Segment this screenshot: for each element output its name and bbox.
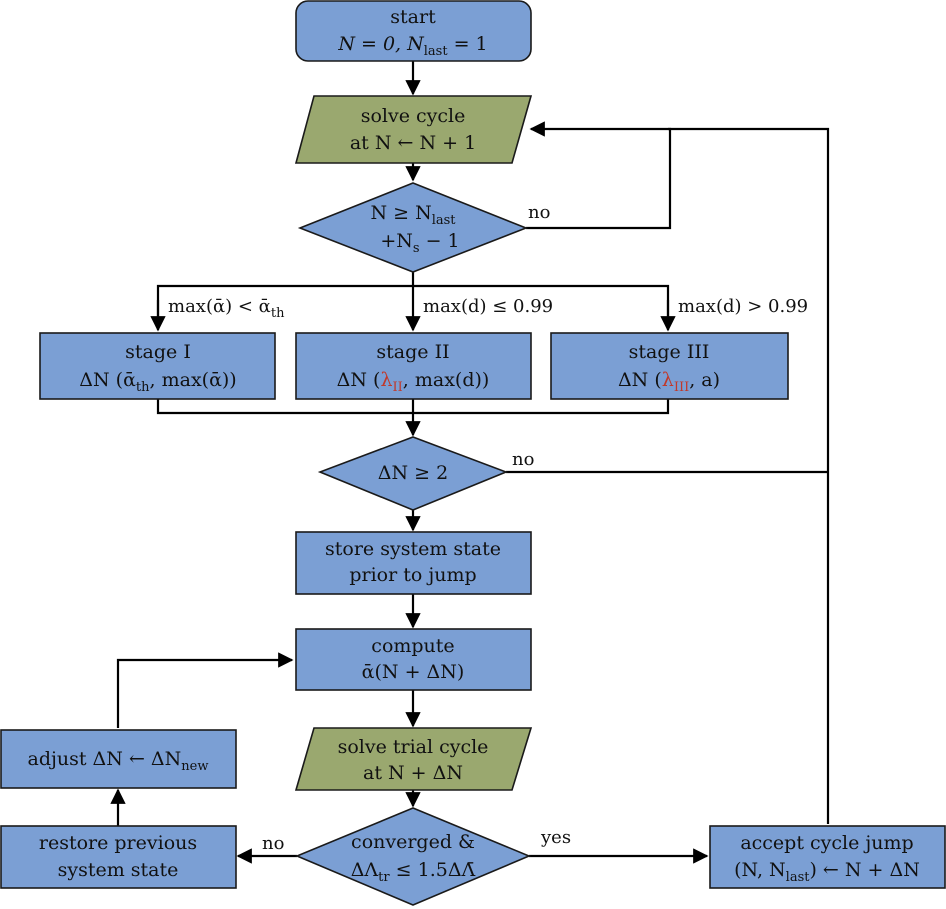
stage2-body: ΔN (λII, max(d)) xyxy=(337,369,490,395)
label-branch3: max(d) > 0.99 xyxy=(678,296,808,317)
node-solve-cycle: solve cycle at N ← N + 1 xyxy=(294,95,533,164)
node-stage2: stage II ΔN (λII, max(d)) xyxy=(295,332,532,400)
start-init: N = 0, Nlast = 1 xyxy=(337,33,487,59)
edge-accept-loop xyxy=(668,127,830,824)
solve-cycle-line1: solve cycle xyxy=(361,105,466,127)
edge-labels: no max(ᾱ) < ᾱth max(d) ≤ 0.99 max(d) > 0… xyxy=(168,202,808,854)
stage1-title: stage I xyxy=(125,341,191,363)
edge-check-no-loop xyxy=(526,121,672,230)
node-accept: accept cycle jump (N, Nlast) ← N + ΔN xyxy=(709,825,946,889)
node-check-dn: ΔN ≥ 2 xyxy=(317,436,509,511)
start-title: start xyxy=(390,6,436,28)
adjust-text: adjust ΔN ← ΔNnew xyxy=(28,748,209,774)
node-converged: converged & ΔΛtr ≤ 1.5ΔΛ̄ xyxy=(294,807,532,906)
compute-line1: compute xyxy=(371,635,454,657)
solve-trial-line1: solve trial cycle xyxy=(338,736,489,758)
accept-line1: accept cycle jump xyxy=(740,832,913,854)
label-yes-bottom: yes xyxy=(540,827,571,848)
connectors xyxy=(110,61,830,864)
node-store: store system state prior to jump xyxy=(295,531,532,595)
solve-trial-line2: at N + ΔN xyxy=(363,762,463,784)
converged-line1: converged & xyxy=(351,831,475,853)
node-check-n: N ≥ Nlast +Ns − 1 xyxy=(297,182,529,273)
check-n-line2: +Ns − 1 xyxy=(380,230,459,256)
check-n-line1: N ≥ Nlast xyxy=(370,202,456,228)
node-adjust: adjust ΔN ← ΔNnew xyxy=(0,729,237,789)
node-solve-trial: solve trial cycle at N + ΔN xyxy=(294,727,533,791)
restore-line2: system state xyxy=(58,859,179,881)
label-branch2: max(d) ≤ 0.99 xyxy=(423,296,553,317)
node-start: start N = 0, Nlast = 1 xyxy=(295,0,532,62)
check-dn-text: ΔN ≥ 2 xyxy=(378,462,448,484)
restore-line1: restore previous xyxy=(39,832,197,854)
stage2-title: stage II xyxy=(376,341,449,363)
node-stage3: stage III ΔN (λIII, a) xyxy=(550,332,789,400)
accept-line2: (N, Nlast) ← N + ΔN xyxy=(734,859,920,885)
label-no-bottom: no xyxy=(262,833,284,854)
label-no-mid: no xyxy=(512,449,534,470)
node-restore: restore previous system state xyxy=(0,825,237,889)
store-line2: prior to jump xyxy=(349,564,476,586)
store-line1: store system state xyxy=(325,538,501,560)
node-stage1: stage I ΔN (ᾱth, max(ᾱ)) xyxy=(39,332,276,400)
converged-line2: ΔΛtr ≤ 1.5ΔΛ̄ xyxy=(351,859,476,885)
solve-cycle-line2: at N ← N + 1 xyxy=(350,132,476,154)
stage1-body: ΔN (ᾱth, max(ᾱ)) xyxy=(79,369,236,395)
node-compute: compute ᾱ(N + ΔN) xyxy=(295,628,532,691)
stage3-title: stage III xyxy=(629,341,710,363)
stage3-body: ΔN (λIII, a) xyxy=(618,369,720,395)
edge-adjust-compute xyxy=(116,652,294,728)
label-branch1: max(ᾱ) < ᾱth xyxy=(168,296,285,321)
compute-line2: ᾱ(N + ΔN) xyxy=(362,661,465,683)
label-no-top: no xyxy=(528,202,550,223)
